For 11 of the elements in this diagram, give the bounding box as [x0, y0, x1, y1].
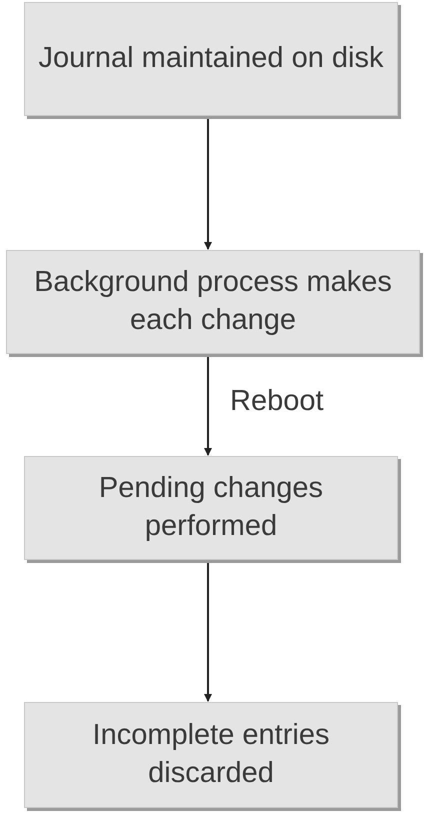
process-box	[6, 250, 420, 354]
box-text: Background process makes each change	[33, 265, 393, 338]
arrow	[204, 563, 212, 702]
box-text: Journal maintained on disk	[38, 41, 384, 76]
process-box	[24, 702, 398, 808]
process-box	[24, 2, 398, 116]
arrow	[204, 119, 212, 250]
process-box	[24, 456, 398, 560]
box-text: Pending changes performed	[98, 471, 324, 544]
box-text: Incomplete entries discarded	[92, 718, 330, 791]
arrow	[204, 357, 212, 456]
